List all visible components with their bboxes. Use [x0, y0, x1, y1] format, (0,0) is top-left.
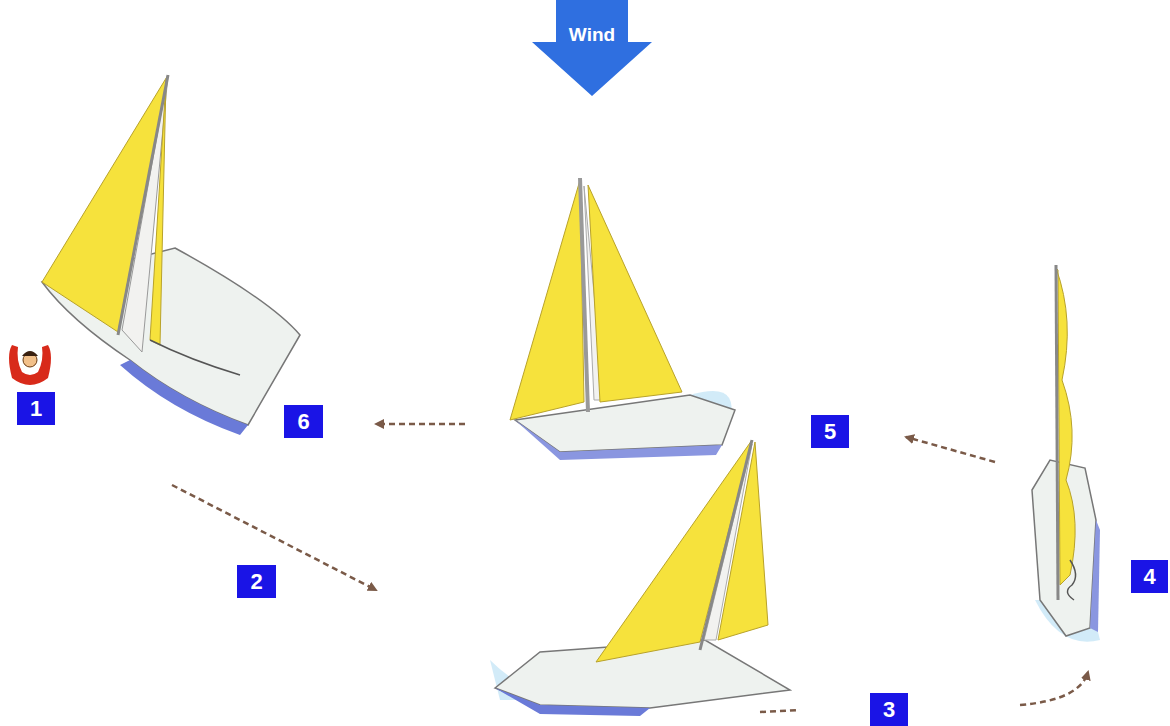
person-overboard	[9, 345, 51, 385]
boat-head-to-wind	[510, 178, 735, 460]
wind-arrow	[532, 0, 652, 96]
wind-label: Wind	[548, 22, 636, 48]
callout-number: 1	[17, 392, 55, 425]
course-arrows	[172, 424, 1088, 712]
callout-number: 5	[811, 415, 849, 448]
callout-number: 2	[237, 565, 276, 598]
callout-number: 6	[284, 405, 323, 438]
callout-number: 4	[1131, 560, 1168, 593]
boat-reaching	[490, 440, 790, 716]
callout-number: 3	[870, 693, 908, 726]
boat-luffing	[1032, 265, 1100, 642]
boat-turning	[42, 75, 300, 435]
